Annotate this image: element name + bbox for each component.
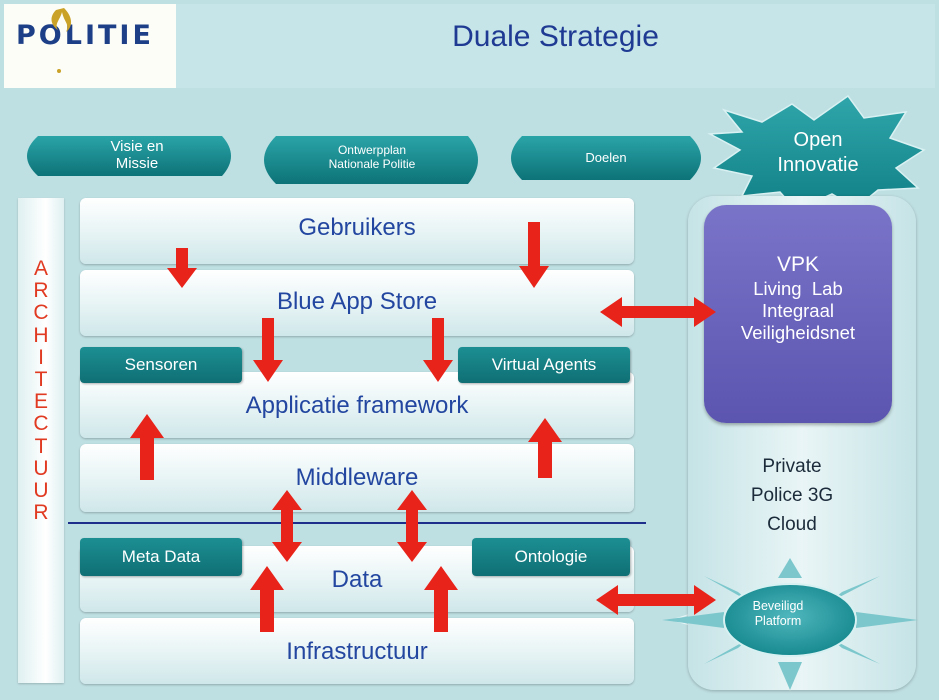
layer-infrastructuur: Infrastructuur xyxy=(80,618,634,684)
architectuur-column xyxy=(18,198,64,683)
title-bar xyxy=(176,4,935,88)
architectuur-letter: H xyxy=(33,323,49,347)
layer-middleware: Middleware xyxy=(80,444,634,512)
private-cloud-label: Private Police 3G Cloud xyxy=(712,452,872,539)
strategy-step-line: Missie xyxy=(115,155,159,173)
layer-label: Gebruikers xyxy=(298,214,416,241)
logo-area xyxy=(4,4,176,88)
platform-line: Beveiligd xyxy=(752,599,804,613)
cloud-line: Police 3G xyxy=(750,485,834,506)
layer-label: Data xyxy=(331,566,383,593)
architectuur-letter: U xyxy=(33,456,49,480)
strategy-pill-1-shape xyxy=(27,136,231,176)
layer-gebruikers: Gebruikers xyxy=(80,198,634,264)
open-innovatie-line: Open xyxy=(793,129,843,151)
strategy-step-line: Doelen xyxy=(585,150,627,165)
tag-ontologie: Ontologie xyxy=(472,538,630,576)
open-innovatie-line: Innovatie xyxy=(777,154,859,176)
architectuur-letter: R xyxy=(33,279,49,303)
cloud-line: Cloud xyxy=(767,514,817,535)
architectuur-letter: C xyxy=(33,301,49,325)
vpk-line: Veiligheidsnet xyxy=(740,322,856,343)
architectuur-letter: T xyxy=(34,434,48,458)
vpk-box xyxy=(704,205,892,423)
platform-line: Platform xyxy=(754,614,802,628)
cloud-line: Private xyxy=(762,456,822,477)
strategy-step-line: Nationale Politie xyxy=(328,156,416,171)
vpk-label: VPK Living Lab Integraal Veiligheidsnet xyxy=(704,252,892,344)
strategy-pill-2-shape xyxy=(264,136,478,184)
layer-label: Middleware xyxy=(295,464,419,491)
beveiligd-platform-label: Beveiligd Platform xyxy=(722,599,834,629)
strategy-step-ontwerpplan: Ontwerpplan Nationale Politie xyxy=(282,143,462,172)
architectuur-letter: C xyxy=(33,412,49,436)
architectuur-letter: T xyxy=(34,368,48,392)
vpk-line: Living Lab xyxy=(753,278,843,299)
strategy-step-doelen: Doelen xyxy=(522,150,690,166)
politie-logo: POLITIE xyxy=(16,20,154,51)
strategy-step-line: Ontwerpplan xyxy=(337,143,407,157)
layer-blue-app-store: Blue App Store xyxy=(80,270,634,336)
vpk-line: VPK xyxy=(776,253,820,276)
layer-label: Infrastructuur xyxy=(286,638,428,665)
strategy-step-line: Visie en xyxy=(110,138,164,155)
architectuur-letter: I xyxy=(38,345,44,369)
tag-meta-data: Meta Data xyxy=(80,538,242,576)
open-innovatie-burst xyxy=(707,94,926,211)
architectuur-letter: U xyxy=(33,479,49,503)
strategy-pill-3-shape xyxy=(511,136,701,180)
architectuur-letter: E xyxy=(33,390,48,414)
layer-label: Applicatie framework xyxy=(245,392,469,419)
page-title: Duale Strategie xyxy=(452,20,659,53)
tag-virtual-agents: Virtual Agents xyxy=(458,347,630,383)
strategy-step-visie: Visie en Missie xyxy=(62,138,212,173)
architectuur-letter: A xyxy=(33,257,48,280)
open-innovatie-label: Open Innovatie xyxy=(748,128,888,178)
architectuur-letter: R xyxy=(33,501,49,525)
tag-sensoren: Sensoren xyxy=(80,347,242,383)
vpk-line: Integraal xyxy=(762,300,834,321)
layer-label: Blue App Store xyxy=(276,288,438,315)
